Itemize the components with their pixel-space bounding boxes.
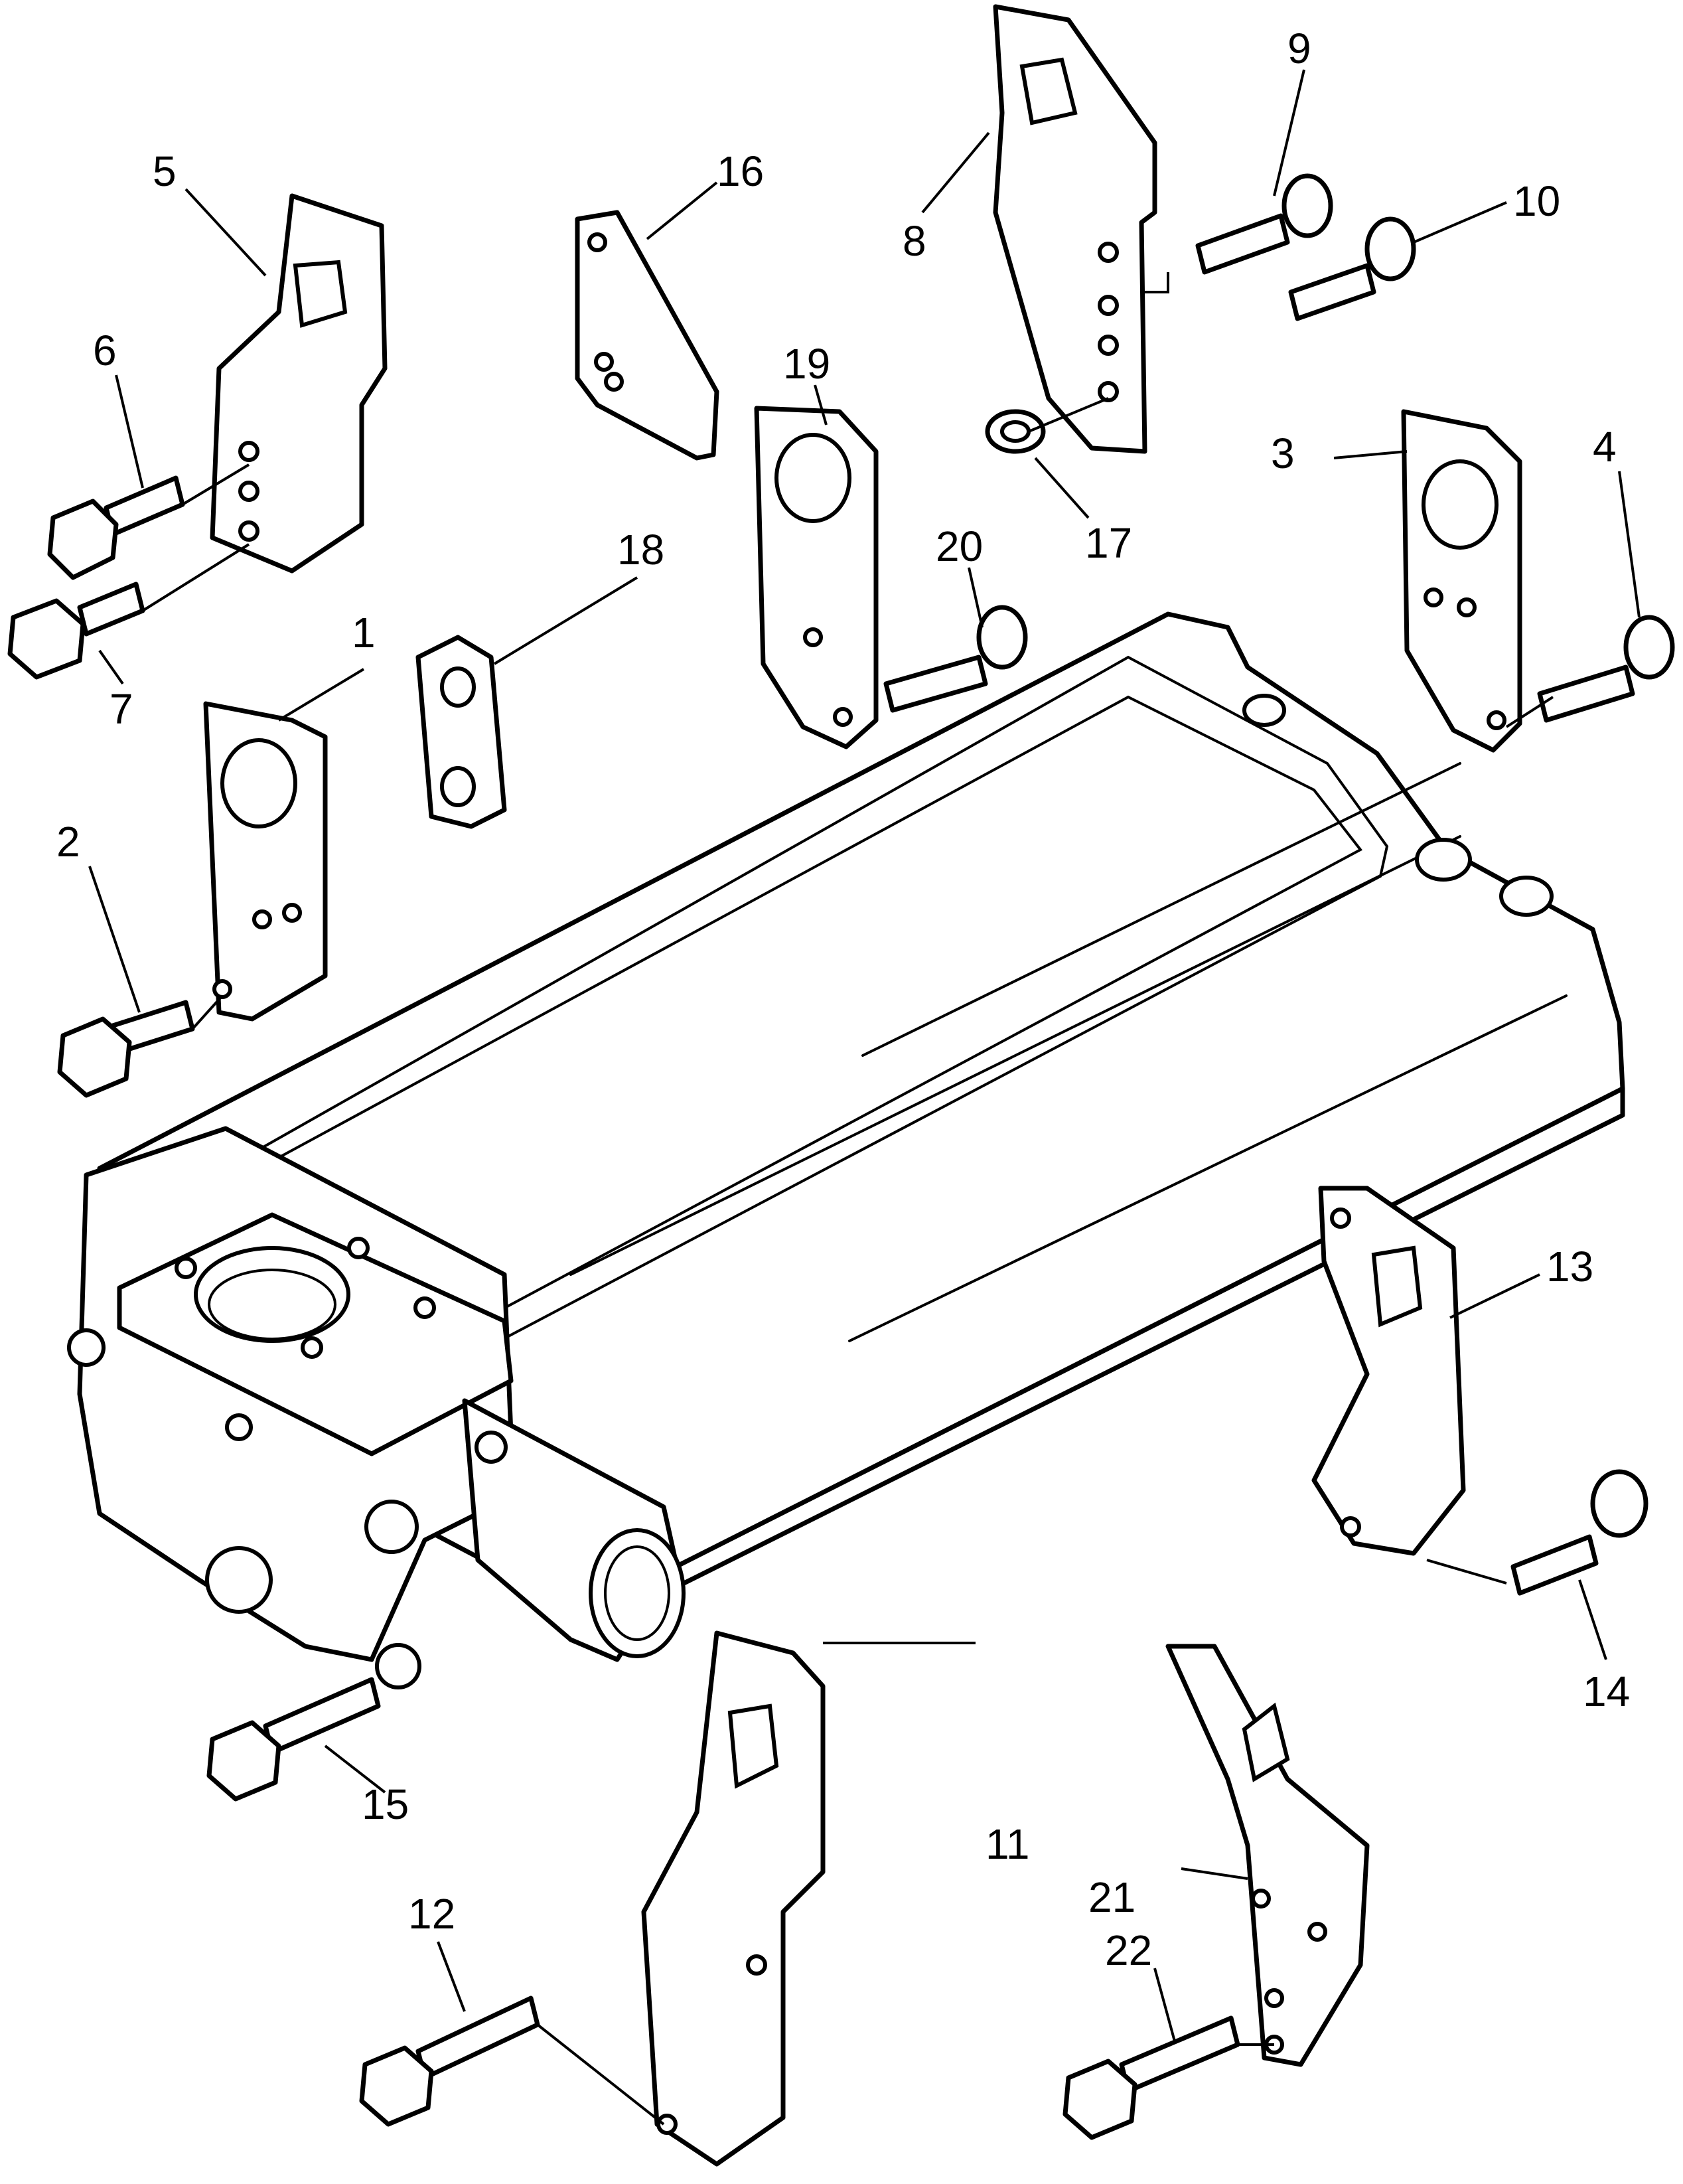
bolt-2: [57, 1000, 195, 1098]
callout-14: 14: [1583, 1668, 1630, 1715]
callout-9: 9: [1287, 25, 1311, 72]
callout-11: 11: [986, 1820, 1029, 1868]
callout-labels: 1 2 3 4 5 6 7 8 9 10 11 12 13 14 15 16 1…: [56, 25, 1630, 1974]
bracket-1: [203, 701, 328, 1022]
bracket-19: [754, 406, 879, 749]
bolt-6: [47, 475, 185, 580]
callout-6: 6: [93, 327, 117, 374]
callout-18: 18: [617, 526, 664, 574]
washer-17: [985, 409, 1046, 454]
callout-4: 4: [1593, 423, 1617, 471]
callout-20: 20: [936, 522, 983, 570]
callout-16: 16: [717, 147, 764, 195]
callout-7: 7: [110, 685, 133, 733]
callout-17: 17: [1085, 519, 1132, 567]
bolt-10: [1288, 216, 1416, 321]
pump-body: [67, 1126, 686, 1689]
callout-8: 8: [903, 217, 926, 265]
bracket-13: [1311, 1186, 1466, 1556]
bracket-21: [1165, 1644, 1370, 2067]
bolt-4: [1537, 615, 1675, 723]
bolt-15: [206, 1677, 381, 1802]
bracket-3: [1401, 409, 1522, 753]
leader-lines: [88, 69, 1641, 2126]
bracket-11: [641, 1630, 826, 2167]
callout-12: 12: [408, 1890, 455, 1938]
bolt-14: [1510, 1469, 1648, 1596]
bolt-22: [1062, 2015, 1240, 2140]
callout-5: 5: [153, 147, 177, 195]
callout-10: 10: [1513, 177, 1560, 225]
callout-3: 3: [1271, 429, 1295, 477]
callout-19: 19: [783, 340, 830, 388]
callout-13: 13: [1546, 1243, 1593, 1290]
callout-15: 15: [362, 1780, 409, 1828]
bolt-7: [7, 582, 145, 680]
callout-1: 1: [352, 609, 376, 657]
callout-22: 22: [1105, 1926, 1152, 1974]
bracket-8: [993, 4, 1157, 454]
callout-21: 21: [1088, 1873, 1135, 1921]
bolt-9: [1195, 173, 1333, 275]
callout-2: 2: [56, 818, 80, 866]
bolt-20: [883, 605, 1028, 713]
bracket-5: [210, 193, 388, 574]
spacer-18: [415, 635, 507, 829]
bolt-12: [359, 1995, 540, 2127]
plate-16: [575, 210, 719, 461]
